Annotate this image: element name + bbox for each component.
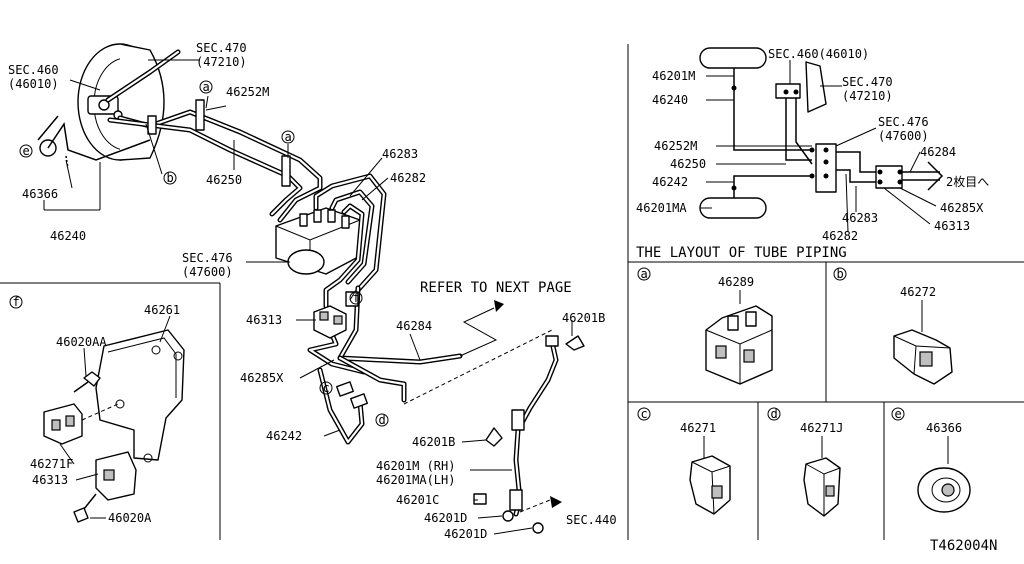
layout-sec460: SEC.460(46010)	[768, 47, 869, 61]
callout-e: e	[23, 144, 30, 158]
layout-title: THE LAYOUT OF TUBE PIPING	[636, 245, 847, 261]
detail-c-part: 46271	[680, 421, 716, 435]
label-sec460-code: (46010)	[8, 77, 59, 91]
layout-sec470-code: (47210)	[842, 89, 893, 103]
detail-e-tag: e	[895, 407, 902, 421]
brake-booster	[77, 43, 165, 161]
label-46201d-2: 46201D	[444, 527, 487, 541]
detail-b: b 46272	[833, 267, 953, 385]
label-sec460: SEC.460	[8, 63, 59, 77]
label-46201b-top: 46201B	[562, 311, 605, 325]
detail-c: c 46271	[637, 407, 731, 515]
layout-to-page2: 2枚目へ	[946, 174, 989, 189]
layout-sec470: SEC.470	[842, 75, 893, 89]
callout-d: d	[379, 413, 386, 427]
label-sec470: SEC.470	[196, 41, 247, 55]
detail-b-part: 46272	[900, 285, 936, 299]
clip-46366-line	[37, 115, 151, 169]
layout-46250: 46250	[670, 157, 706, 171]
layout-46252m: 46252M	[654, 139, 697, 153]
inset-f-tag: f	[13, 295, 20, 309]
label-46242: 46242	[266, 429, 302, 443]
inset-label-46271f: 46271F	[30, 457, 73, 471]
label-46201b-mid: 46201B	[412, 435, 455, 449]
detail-e: e 46366	[891, 407, 971, 513]
layout-sec476: SEC.476	[878, 115, 929, 129]
refer-note: REFER TO NEXT PAGE	[420, 280, 572, 296]
tube-layout: 46201M 46240 46252M 46250 46242 46201MA …	[636, 47, 989, 261]
layout-46240: 46240	[652, 93, 688, 107]
detail-a-tag: a	[641, 267, 648, 281]
layout-46242: 46242	[652, 175, 688, 189]
label-46250: 46250	[206, 173, 242, 187]
label-sec440: SEC.440	[566, 513, 617, 527]
label-46252m: 46252M	[226, 85, 269, 99]
detail-c-tag: c	[641, 407, 648, 421]
inset-label-46261: 46261	[144, 303, 180, 317]
abs-actuator	[275, 207, 361, 275]
layout-46201ma: 46201MA	[636, 201, 687, 215]
label-46282: 46282	[390, 171, 426, 185]
layout-46284: 46284	[920, 145, 956, 159]
callout-a2: a	[285, 130, 292, 144]
inset-label-46020a: 46020A	[108, 511, 152, 525]
panel-borders	[0, 44, 1024, 540]
detail-b-tag: b	[837, 267, 844, 281]
layout-46282: 46282	[822, 229, 858, 243]
inset-label-46020aa: 46020AA	[56, 335, 107, 349]
main-leaders	[43, 59, 573, 535]
label-46240: 46240	[50, 229, 86, 243]
label-sec470-code: (47210)	[196, 55, 247, 69]
junction-block-46313	[313, 291, 359, 339]
layout-46201m: 46201M	[652, 69, 695, 83]
detail-d-tag: d	[771, 407, 778, 421]
detail-a: a 46289	[637, 267, 773, 385]
label-46201d-1: 46201D	[424, 511, 467, 525]
callout-b: b	[167, 171, 174, 185]
layout-sec476-code: (47600)	[878, 129, 929, 143]
label-sec476-code: (47600)	[182, 265, 233, 279]
actuator-output-lines	[307, 173, 463, 445]
detail-e-part: 46366	[926, 421, 962, 435]
label-46283: 46283	[382, 147, 418, 161]
callout-c: c	[323, 381, 330, 395]
front-hose	[403, 329, 585, 534]
label-46313: 46313	[246, 313, 282, 327]
detail-d: d 46271J	[767, 407, 843, 517]
master-cylinder-lines	[105, 49, 323, 223]
label-46285x: 46285X	[240, 371, 284, 385]
inset-f: f 46261 46020AA 46271F 46313 46020A	[9, 295, 185, 525]
layout-46285x: 46285X	[940, 201, 984, 215]
callout-f: f	[353, 291, 360, 305]
label-46284: 46284	[396, 319, 432, 333]
clip-c-d-markers	[336, 381, 368, 409]
layout-46313: 46313	[934, 219, 970, 233]
callout-a1: a	[203, 80, 210, 94]
label-46366: 46366	[22, 187, 58, 201]
label-sec476: SEC.476	[182, 251, 233, 265]
inset-label-46313: 46313	[32, 473, 68, 487]
refer-arrow	[459, 300, 504, 357]
detail-d-part: 46271J	[800, 421, 843, 435]
diagram-id: T462004N	[930, 538, 997, 554]
label-46201m: 46201M (RH)	[376, 459, 455, 473]
main-callouts: a a e b f c d	[19, 80, 389, 427]
detail-a-part: 46289	[718, 275, 754, 289]
label-46201c: 46201C	[396, 493, 439, 507]
label-46201ma: 46201MA(LH)	[376, 473, 455, 487]
layout-46283: 46283	[842, 211, 878, 225]
main-labels: SEC.460 (46010) SEC.470 (47210) 46252M 4…	[8, 41, 617, 541]
